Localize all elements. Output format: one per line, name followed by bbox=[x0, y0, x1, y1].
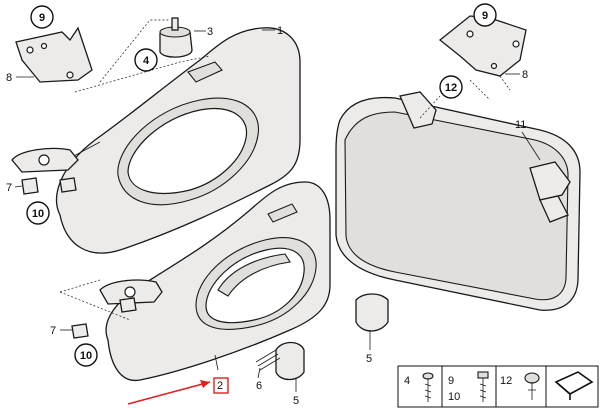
clip-icon bbox=[524, 372, 540, 400]
hinge-upper[interactable] bbox=[11, 147, 79, 173]
callout-10-lower[interactable]: 10 bbox=[74, 343, 98, 367]
svg-text:4: 4 bbox=[143, 55, 150, 67]
spring-part-6[interactable] bbox=[255, 349, 281, 371]
callout-8-right[interactable]: 8 bbox=[522, 69, 528, 81]
clip-part-7-upper-b[interactable] bbox=[59, 177, 77, 193]
legend-label-9: 9 bbox=[448, 375, 454, 387]
legend-box: 4 9 10 12 bbox=[397, 365, 599, 408]
svg-text:10: 10 bbox=[32, 208, 44, 220]
callout-8-left[interactable]: 8 bbox=[6, 72, 12, 84]
screw-icon bbox=[422, 372, 434, 402]
callout-7-upper[interactable]: 7 bbox=[6, 182, 12, 194]
callout-5-upper[interactable]: 5 bbox=[366, 353, 372, 365]
callout-9-left[interactable]: 9 bbox=[30, 5, 54, 29]
clip-part-7-upper[interactable] bbox=[21, 177, 39, 195]
clip-part-7-lower[interactable] bbox=[71, 323, 89, 339]
svg-text:12: 12 bbox=[445, 82, 457, 94]
bolt-icon bbox=[477, 371, 489, 402]
svg-text:10: 10 bbox=[80, 350, 92, 362]
sun-visor-right[interactable] bbox=[335, 91, 581, 311]
label-2-highlight bbox=[213, 377, 229, 394]
bracket-left[interactable] bbox=[15, 26, 93, 83]
callout-1[interactable]: 1 bbox=[277, 25, 283, 37]
cover-cap-lower[interactable] bbox=[275, 341, 305, 381]
sun-visor-lower-left[interactable] bbox=[105, 181, 331, 381]
clip-part-3[interactable] bbox=[159, 17, 193, 58]
callout-11[interactable]: 11 bbox=[515, 119, 526, 131]
callout-10-upper[interactable]: 10 bbox=[26, 201, 50, 225]
clip-part-7-lower-b[interactable] bbox=[119, 297, 137, 313]
cover-cap-upper[interactable] bbox=[355, 293, 389, 332]
callout-12[interactable]: 12 bbox=[439, 75, 463, 99]
callout-6[interactable]: 6 bbox=[256, 380, 262, 392]
svg-text:9: 9 bbox=[39, 12, 45, 24]
legend-label-12: 12 bbox=[500, 375, 512, 387]
svg-text:9: 9 bbox=[482, 10, 488, 22]
callout-4[interactable]: 4 bbox=[134, 48, 158, 72]
hinge-lower[interactable] bbox=[99, 279, 163, 305]
callout-3[interactable]: 3 bbox=[207, 26, 213, 38]
callout-7-lower[interactable]: 7 bbox=[50, 325, 56, 337]
legend-label-10: 10 bbox=[448, 391, 460, 403]
legend-label-4: 4 bbox=[404, 375, 410, 387]
sun-visor-upper-left[interactable] bbox=[55, 27, 301, 254]
callout-2[interactable]: 2 bbox=[217, 380, 223, 392]
callout-5-lower[interactable]: 5 bbox=[293, 395, 299, 407]
callout-9-right[interactable]: 9 bbox=[473, 3, 497, 27]
catalog-arrow-icon bbox=[554, 371, 594, 400]
